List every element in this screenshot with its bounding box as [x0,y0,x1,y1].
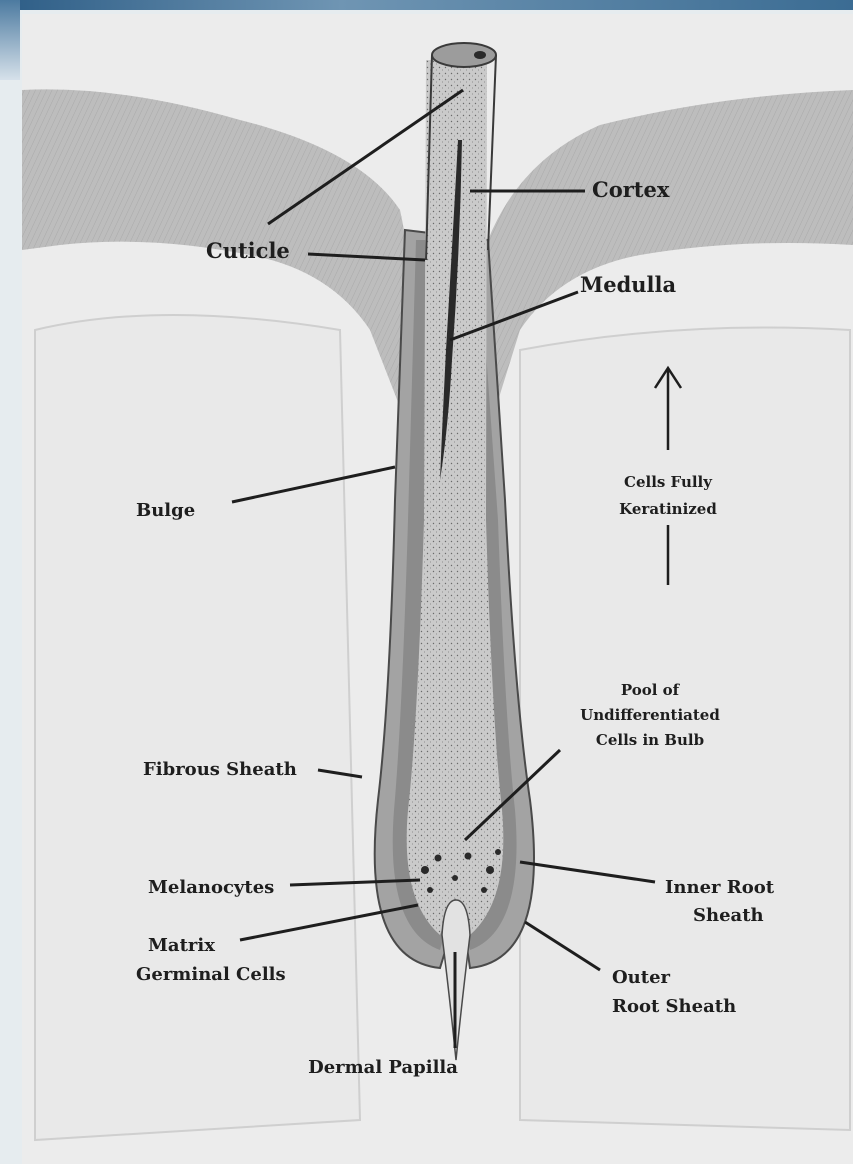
hair-tip-medulla [474,51,486,59]
label-pool-line3: Cells in Bulb [596,731,704,749]
label-dermal-papilla: Dermal Papilla [308,1057,458,1078]
hair-shaft-tip [432,43,496,67]
label-cuticle: Cuticle [206,238,290,263]
label-pool-line2: Undifferentiated [580,706,720,724]
label-matrix-line2: Germinal Cells [136,964,286,985]
label-fibrous-sheath: Fibrous Sheath [143,759,297,780]
label-pool-line1: Pool of [621,681,681,699]
label-cells-fully: Cells Fully [624,473,713,491]
label-matrix-line1: Matrix [148,935,215,956]
left-dermis-panel [35,315,360,1140]
label-keratinized: Keratinized [619,500,717,518]
label-outer-root-line1: Outer [612,967,671,988]
label-melanocytes: Melanocytes [148,877,274,898]
label-inner-root-line1: Inner Root [665,877,775,898]
label-outer-root-line2: Root Sheath [612,996,736,1017]
label-bulge: Bulge [136,500,195,521]
label-inner-root-line2: Sheath [693,905,764,926]
label-cortex: Cortex [592,177,670,202]
label-medulla: Medulla [580,272,677,297]
